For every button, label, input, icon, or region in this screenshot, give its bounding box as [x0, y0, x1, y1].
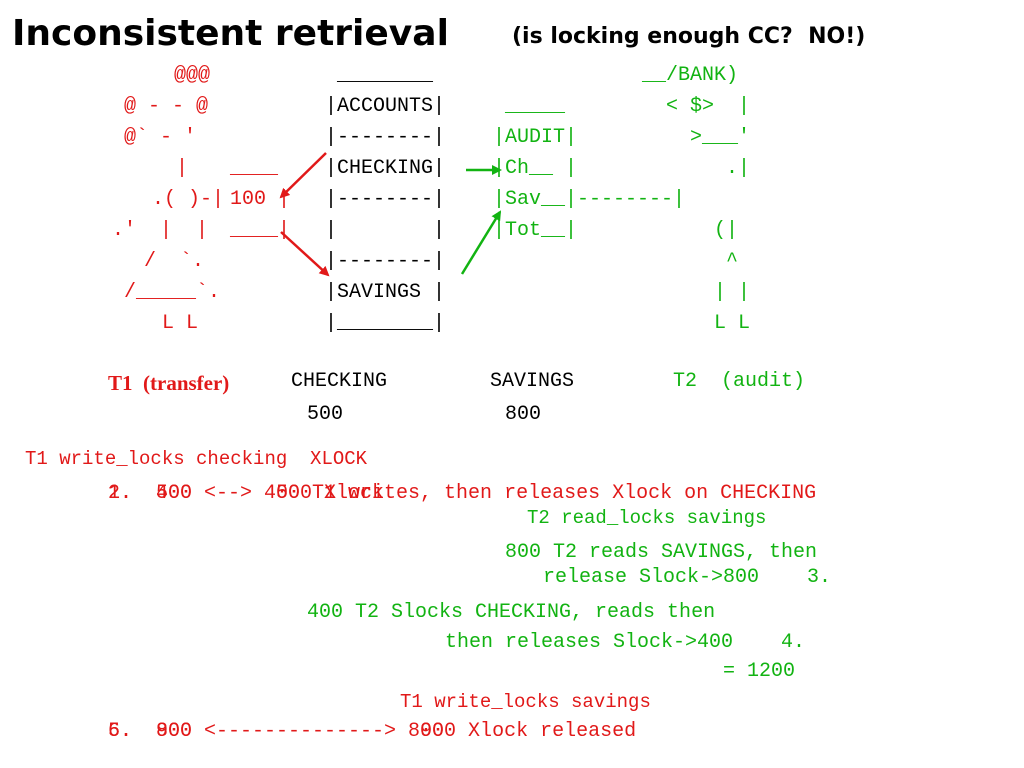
value-checking-initial: 500 [307, 403, 344, 426]
label-savings: SAVINGS [490, 370, 575, 393]
ascii-line: |--------| [325, 188, 446, 211]
arrow-t1-to-savings [280, 231, 330, 277]
arrow-savings-to-audit [460, 210, 502, 275]
page-title: Inconsistent retrieval [12, 13, 449, 54]
ascii-line: | [140, 157, 189, 180]
step-t1-write-locks-savings: T1 write_locks savings [400, 691, 651, 713]
ascii-line: |--------| [325, 126, 446, 149]
ascii-line: |Sav__|--------| [493, 188, 686, 211]
ascii-line: L L [642, 312, 751, 335]
ascii-line: | | [642, 281, 751, 304]
ascii-line: |AUDIT| [493, 126, 578, 149]
page-subtitle: (is locking enough CC? NO!) [512, 24, 866, 49]
ascii-line: |SAVINGS | [325, 281, 446, 304]
step-1-overlap: 1. 400 500 Xlock [108, 482, 385, 505]
step-4-line-2: then releases Slock->400 4. [445, 631, 806, 654]
ascii-line: __/BANK) [642, 64, 739, 87]
ascii-line: /_____`. [112, 281, 221, 304]
ascii-line: >___' [642, 126, 751, 149]
ascii-line: ________ [325, 64, 434, 87]
ascii-line: |Ch__ | [493, 157, 578, 180]
ascii-line: L L [138, 312, 199, 335]
label-checking: CHECKING [291, 370, 388, 393]
ascii-line: .( )-| [140, 188, 225, 211]
step-t2-read-locks-savings: T2 read_locks savings [527, 507, 767, 529]
step-5-overlap: 5. 800 <--------------> 900 Xlock releas… [108, 720, 637, 743]
ascii-line: |Tot__| [493, 219, 578, 242]
label-t1-transfer: T1 (transfer) [108, 371, 230, 395]
step-3-line-2: release Slock->800 3. [543, 566, 832, 589]
ascii-line: @@@ [150, 64, 211, 87]
value-savings-initial: 800 [505, 403, 542, 426]
ascii-line: ____ [230, 157, 279, 180]
ascii-line: ^ [642, 250, 739, 273]
ascii-line: @` - ' [124, 126, 197, 149]
arrow-checking-to-t1 [279, 152, 327, 199]
ascii-line: @ - - @ [124, 95, 209, 118]
ascii-line: ____| [230, 219, 291, 242]
ascii-line: / `. [120, 250, 205, 273]
ascii-line: < $> | [642, 95, 751, 118]
step-2-overlap: 2. 500 <--> 400 T1 writes, then releases… [108, 482, 817, 505]
ascii-line: |________| [325, 312, 446, 335]
ascii-line: .| [642, 157, 751, 180]
ascii-line: |CHECKING| [325, 157, 446, 180]
ascii-line: (| [642, 219, 739, 242]
step-4-total: = 1200 [723, 660, 796, 683]
label-t2-audit: T2 (audit) [673, 370, 806, 393]
ascii-line: _____ [493, 95, 566, 118]
ascii-line: |--------| [325, 250, 446, 273]
ascii-line: |ACCOUNTS| [325, 95, 446, 118]
step-3-line-1: 800 T2 reads SAVINGS, then [505, 541, 818, 564]
ascii-line: .' | | [112, 219, 209, 242]
step-6-overlap: 6. 900 800 [108, 720, 445, 743]
step-4-line-1: 400 T2 Slocks CHECKING, reads then [307, 601, 716, 624]
step-t1-write-locks-checking: T1 write_locks checking XLOCK [25, 448, 368, 470]
ascii-line: | | [325, 219, 446, 242]
